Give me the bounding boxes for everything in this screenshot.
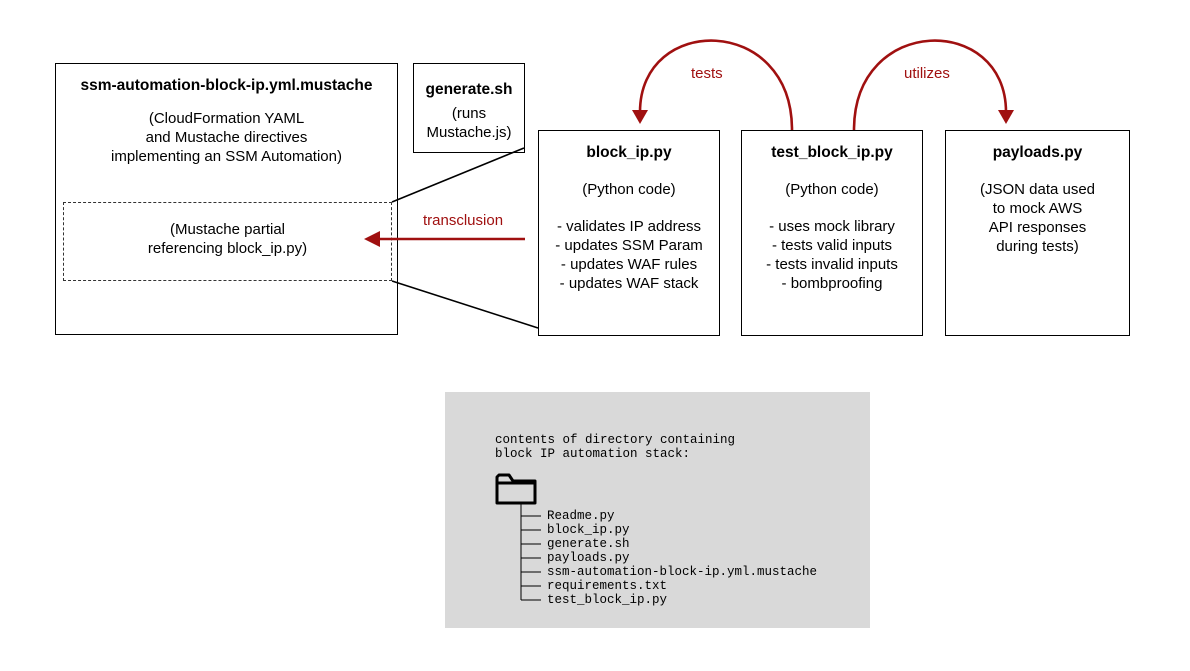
utilizes-arrow bbox=[852, 39, 1008, 131]
directory-panel: contents of directory containing block I… bbox=[445, 392, 870, 628]
block-ip-subtitle: (Python code) bbox=[582, 181, 676, 198]
mustache-partial-label: (Mustache partial referencing block_ip.p… bbox=[147, 221, 308, 257]
zoom-line-bottom bbox=[391, 280, 539, 329]
file-entry: block_ip.py bbox=[547, 523, 630, 537]
zoom-line-top bbox=[391, 147, 525, 203]
generate-sh-title: generate.sh bbox=[425, 81, 513, 98]
folder-icon bbox=[495, 473, 537, 505]
file-entry: ssm-automation-block-ip.yml.mustache bbox=[547, 565, 818, 579]
payloads-box: payloads.py (JSON data used to mock AWS … bbox=[945, 130, 1130, 336]
file-entry: requirements.txt bbox=[547, 579, 668, 593]
tree-connector bbox=[520, 504, 541, 601]
test-block-ip-subtitle: (Python code) bbox=[785, 181, 879, 198]
payloads-title: payloads.py bbox=[992, 144, 1083, 161]
block-ip-title: block_ip.py bbox=[586, 144, 672, 161]
directory-caption: contents of directory containing block I… bbox=[495, 433, 736, 461]
tests-arrow bbox=[638, 39, 794, 131]
mustache-template-description: (CloudFormation YAML and Mustache direct… bbox=[111, 110, 342, 165]
file-entry: test_block_ip.py bbox=[547, 593, 668, 607]
test-block-ip-box: test_block_ip.py (Python code) - uses mo… bbox=[741, 130, 923, 336]
generate-sh-description: (runs Mustache.js) bbox=[426, 105, 512, 141]
utilizes-arrowhead bbox=[998, 110, 1014, 124]
file-entry: Readme.py bbox=[547, 509, 615, 523]
mustache-template-box: ssm-automation-block-ip.yml.mustache (Cl… bbox=[55, 63, 398, 335]
transclusion-label: transclusion bbox=[423, 212, 504, 229]
generate-sh-box: generate.sh (runs Mustache.js) bbox=[413, 63, 525, 153]
payloads-description: (JSON data used to mock AWS API response… bbox=[979, 181, 1096, 255]
test-block-ip-title: test_block_ip.py bbox=[771, 144, 893, 161]
test-block-ip-features: - uses mock library - tests valid inputs… bbox=[766, 218, 898, 292]
utilizes-label: utilizes bbox=[904, 65, 950, 82]
tests-arrowhead bbox=[632, 110, 648, 124]
file-entry: payloads.py bbox=[547, 551, 630, 565]
mustache-partial-region: (Mustache partial referencing block_ip.p… bbox=[63, 202, 392, 281]
block-ip-features: - validates IP address - updates SSM Par… bbox=[555, 218, 703, 292]
tests-label: tests bbox=[691, 65, 723, 82]
transclusion-arrowhead bbox=[364, 231, 380, 247]
mustache-template-title: ssm-automation-block-ip.yml.mustache bbox=[80, 77, 373, 94]
file-entry: generate.sh bbox=[547, 537, 630, 551]
block-ip-box: block_ip.py (Python code) - validates IP… bbox=[538, 130, 720, 336]
